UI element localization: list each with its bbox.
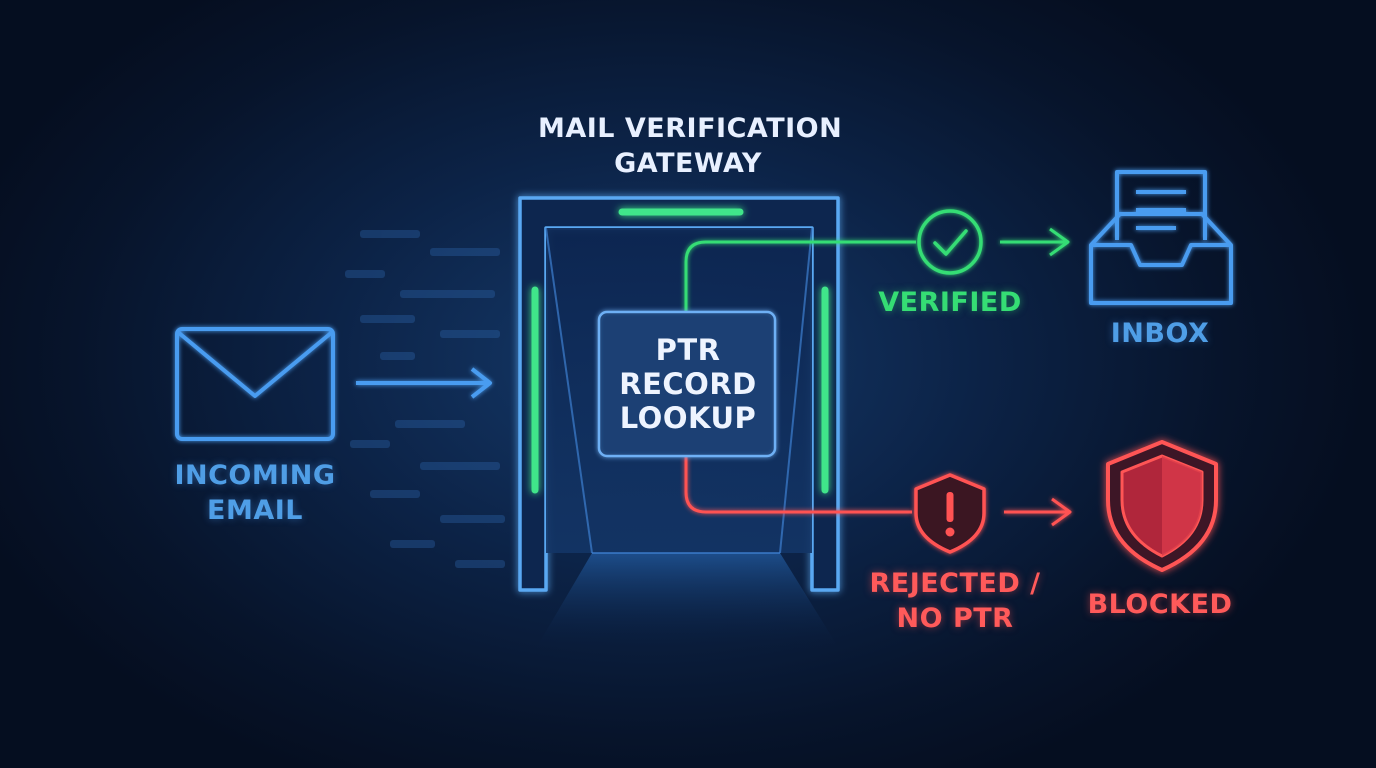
envelope-icon (175, 327, 335, 441)
warning-shield-icon (914, 473, 986, 554)
ptr-label-line-3: LOOKUP (619, 401, 757, 435)
incoming-arrow (356, 367, 492, 399)
blocked-shield-icon (1106, 440, 1218, 572)
ptr-label-line-1: PTR (655, 333, 721, 367)
ptr-lookup-label: PTR RECORD LOOKUP (600, 333, 776, 435)
incoming-label-line-2: EMAIL (207, 495, 303, 526)
blocked-label: BLOCKED (1087, 589, 1233, 620)
gateway-title-line-2: GATEWAY (614, 148, 762, 179)
verified-path (684, 227, 1070, 312)
inbox-label: INBOX (1110, 318, 1210, 349)
speed-streaks (345, 230, 505, 568)
gateway-floor (535, 553, 840, 650)
inbox-tray-icon (1089, 170, 1233, 305)
gateway-title-line-1: MAIL VERIFICATION (538, 113, 843, 144)
checkmark-circle-icon (917, 209, 983, 275)
incoming-label-line-1: INCOMING (174, 460, 336, 491)
rejected-path (684, 456, 1072, 527)
rejected-label-line-1: REJECTED / (869, 568, 1041, 599)
gateway-lights (531, 208, 829, 494)
envelope-speed-lines (67, 332, 163, 436)
ptr-lookup-box (597, 310, 777, 458)
incoming-email-label: INCOMING EMAIL (150, 458, 360, 528)
ptr-label-line-2: RECORD (619, 367, 757, 401)
verified-label: VERIFIED (878, 287, 1022, 318)
rejected-label-line-2: NO PTR (896, 603, 1014, 634)
gateway-title: MAIL VERIFICATION GATEWAY (538, 111, 843, 181)
rejected-label: REJECTED / NO PTR (850, 566, 1060, 636)
